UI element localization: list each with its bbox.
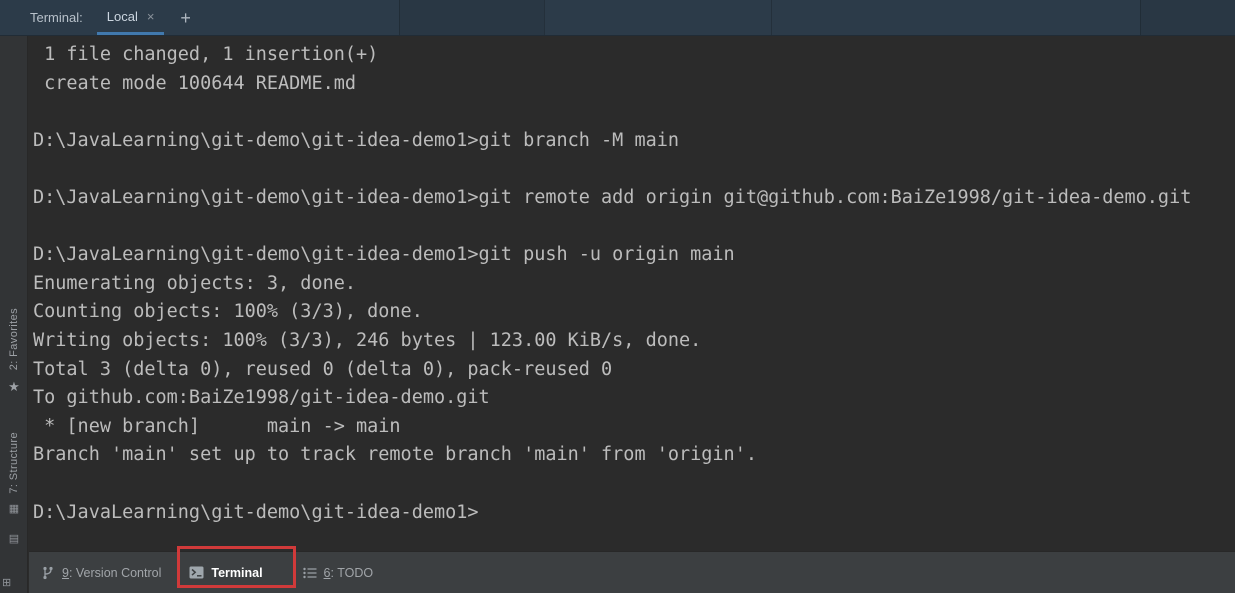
new-tab-button[interactable]: + bbox=[180, 7, 191, 28]
terminal-line: Branch 'main' set up to track remote bra… bbox=[33, 444, 757, 466]
todo-list-icon bbox=[302, 567, 317, 579]
structure-icon: ▦ bbox=[8, 502, 20, 515]
terminal-line: D:\JavaLearning\git-demo\git-idea-demo1> bbox=[33, 501, 479, 523]
git-branch-icon bbox=[41, 566, 55, 580]
toolwindow-button-version-control[interactable]: 9: Version Control bbox=[41, 566, 161, 580]
toolwindow-button-todo[interactable]: 6: TODO bbox=[302, 565, 374, 580]
terminal-line: D:\JavaLearning\git-demo\git-idea-demo1>… bbox=[33, 129, 680, 151]
tab-local-label: Local bbox=[106, 8, 138, 24]
left-tool-stripe: 2: Favorites ★ 7: Structure ▦ ▤ ⊞ bbox=[0, 36, 28, 593]
structure-label: 7: Structure bbox=[8, 432, 20, 494]
terminal-line: Total 3 (delta 0), reused 0 (delta 0), p… bbox=[33, 358, 613, 380]
terminal-line: Counting objects: 100% (3/3), done. bbox=[33, 301, 423, 323]
version-control-label: 9: Version Control bbox=[62, 565, 162, 580]
terminal-header: Terminal: Local × + bbox=[0, 0, 1235, 36]
grid-corner-icon: ⊞ bbox=[2, 577, 12, 589]
favorites-label: 2: Favorites bbox=[8, 308, 20, 371]
terminal-line: Enumerating objects: 3, done. bbox=[33, 272, 357, 294]
toolwindow-switcher-button[interactable]: ⊞ bbox=[2, 573, 11, 591]
toolwindow-button-extra[interactable]: ▤ bbox=[0, 534, 28, 545]
header-shade bbox=[399, 0, 544, 35]
header-divider bbox=[544, 0, 545, 35]
header-divider bbox=[399, 0, 400, 35]
terminal-line: * [new branch] main -> main bbox=[33, 415, 401, 437]
terminal-line: D:\JavaLearning\git-demo\git-idea-demo1>… bbox=[33, 244, 735, 266]
terminal-panel-title: Terminal: bbox=[30, 10, 83, 25]
terminal-label: Terminal bbox=[211, 565, 263, 580]
terminal-line bbox=[33, 155, 1229, 184]
rows-icon: ▤ bbox=[8, 533, 20, 545]
terminal-line: create mode 100644 README.md bbox=[33, 72, 357, 94]
terminal-line: Writing objects: 100% (3/3), 246 bytes |… bbox=[33, 329, 702, 351]
toolwindow-button-structure[interactable]: 7: Structure ▦ bbox=[0, 432, 28, 515]
terminal-line bbox=[33, 98, 1229, 127]
close-icon[interactable]: × bbox=[146, 8, 155, 24]
terminal-line: 1 file changed, 1 insertion(+) bbox=[33, 44, 379, 65]
header-divider bbox=[771, 0, 772, 35]
todo-label: 6: TODO bbox=[323, 565, 374, 580]
header-divider bbox=[1140, 0, 1141, 35]
header-shade bbox=[1140, 0, 1235, 35]
terminal-line bbox=[33, 213, 1229, 242]
terminal-line: D:\JavaLearning\git-demo\git-idea-demo1>… bbox=[33, 186, 1192, 208]
status-bar: 9: Version Control Terminal bbox=[29, 551, 1235, 593]
toolwindow-button-favorites[interactable]: 2: Favorites ★ bbox=[0, 308, 28, 393]
terminal-icon bbox=[189, 566, 204, 579]
star-icon: ★ bbox=[8, 379, 20, 395]
terminal-output[interactable]: 1 file changed, 1 insertion(+) create mo… bbox=[29, 36, 1235, 551]
tab-local[interactable]: Local × bbox=[96, 0, 165, 35]
toolwindow-button-terminal[interactable]: Terminal bbox=[189, 565, 263, 580]
terminal-line bbox=[33, 470, 1229, 499]
terminal-line: To github.com:BaiZe1998/git-idea-demo.gi… bbox=[33, 387, 490, 409]
